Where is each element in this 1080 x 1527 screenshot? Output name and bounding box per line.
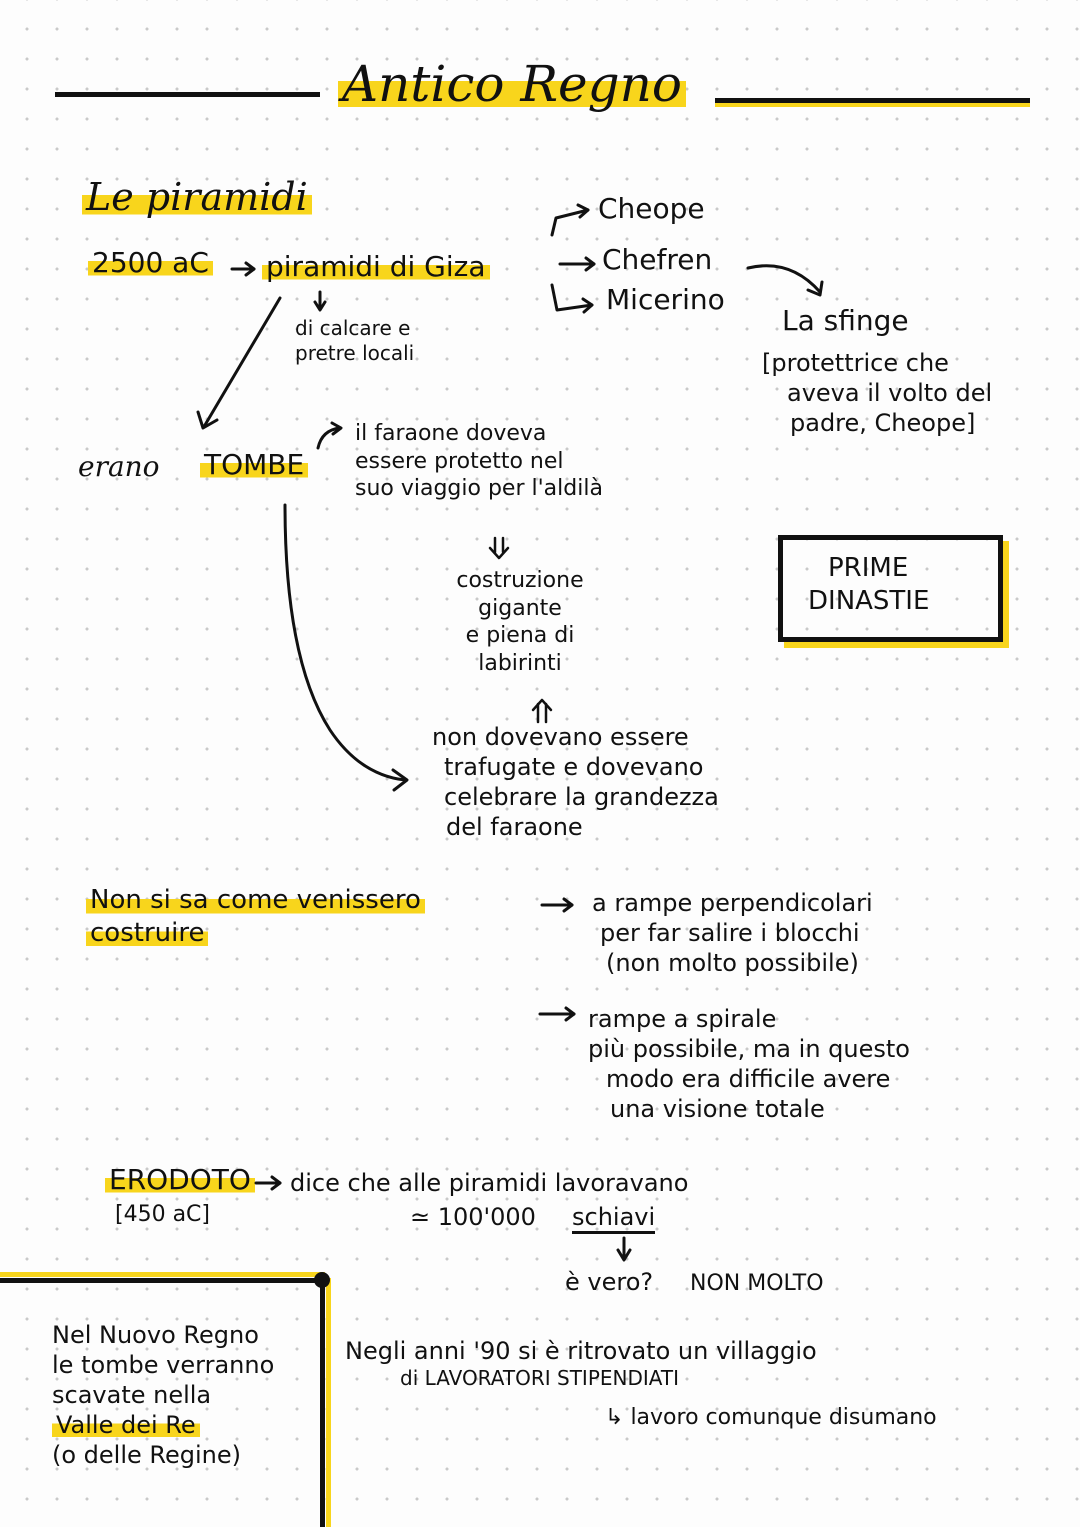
- corner-frame-dot: [314, 1272, 330, 1288]
- arrow-to-ramp-spiral: [538, 1006, 576, 1022]
- arrow-tombs-to-not-stolen: [283, 503, 409, 792]
- arrow-to-ramp-perpendicular: [540, 897, 574, 913]
- prime-dinastie-box: PRIME DINASTIE: [778, 535, 1003, 642]
- giza-label: piramidi di Giza: [262, 250, 490, 283]
- is-true-answer: NON MOLTO: [690, 1271, 824, 1296]
- tombs-word: TOMBE: [200, 448, 309, 481]
- arrow-erodoto-to-says: [254, 1175, 282, 1191]
- arrow-giza-to-micerino: [550, 283, 594, 314]
- title-rule-left: [55, 92, 320, 97]
- slaves-word: schiavi: [572, 1203, 656, 1234]
- arrow-down-to-construction: [488, 536, 510, 560]
- arrow-giza-to-tombs: [196, 296, 282, 430]
- sphinx-name: La sfinge: [782, 304, 909, 337]
- is-true-question: è vero?: [565, 1268, 654, 1296]
- arrow-giza-to-materials: [313, 290, 327, 312]
- sphinx-note: [protettrice che aveva il volto del padr…: [762, 349, 993, 437]
- construction-note: costruzione gigante e piena di labirinti: [456, 568, 584, 676]
- inhuman-work-note: ↳ lavoro comunque disumano: [605, 1405, 937, 1430]
- valley-label: Valle dei Re: [52, 1410, 200, 1440]
- new-kingdom-note: Nel Nuovo Regno le tombe verranno scavat…: [52, 1321, 275, 1469]
- pharaoh-cheope: Cheope: [598, 192, 705, 225]
- date-2500: 2500 aC: [88, 246, 213, 279]
- pharaoh-chefren: Chefren: [602, 243, 713, 276]
- corner-frame-top: [0, 1278, 325, 1283]
- pharaoh-protection-note: il faraone doveva essere protetto nel su…: [355, 421, 603, 501]
- approx-count: ≃ 100'000: [410, 1203, 536, 1231]
- box-label-line2: DINASTIE: [808, 585, 930, 616]
- queens-label: (o delle Regine): [52, 1441, 242, 1469]
- materials-note: di calcare e pretre locali: [295, 316, 415, 365]
- erodoto-date: [450 aC]: [115, 1202, 210, 1227]
- arrow-tombs-to-pharaoh-note: [316, 421, 343, 450]
- erodoto-name: ERODOTO: [105, 1163, 255, 1196]
- pharaoh-micerino: Micerino: [606, 283, 725, 316]
- village-note: Negli anni '90 si è ritrovato un villagg…: [345, 1337, 817, 1390]
- box-label-line1: PRIME: [828, 553, 909, 583]
- section-title: Le piramidi: [82, 175, 312, 219]
- arrow-chefren-to-sphinx: [746, 264, 824, 297]
- arrow-giza-to-chefren: [558, 256, 596, 272]
- title-rule-right: [715, 98, 1030, 103]
- arrow-giza-to-cheope: [550, 203, 590, 237]
- tombs-prefix: erano: [78, 450, 160, 483]
- erodoto-says: dice che alle piramidi lavoravano: [290, 1169, 689, 1197]
- page-title: Antico Regno: [338, 55, 686, 113]
- arrow-slaves-to-question: [616, 1236, 632, 1262]
- corner-frame-side: [320, 1278, 325, 1527]
- unknown-construction: Non si sa come venissero costruire: [86, 884, 425, 949]
- ramp-spiral-note: rampe a spirale più possibile, ma in que…: [588, 1005, 910, 1123]
- not-stolen-note: non dovevano essere trafugate e dovevano…: [432, 723, 719, 841]
- arrow-up-to-construction: [531, 698, 553, 724]
- ramp-perpendicular-note: a rampe perpendicolari per far salire i …: [592, 889, 873, 977]
- arrow-date-to-giza: [230, 261, 256, 277]
